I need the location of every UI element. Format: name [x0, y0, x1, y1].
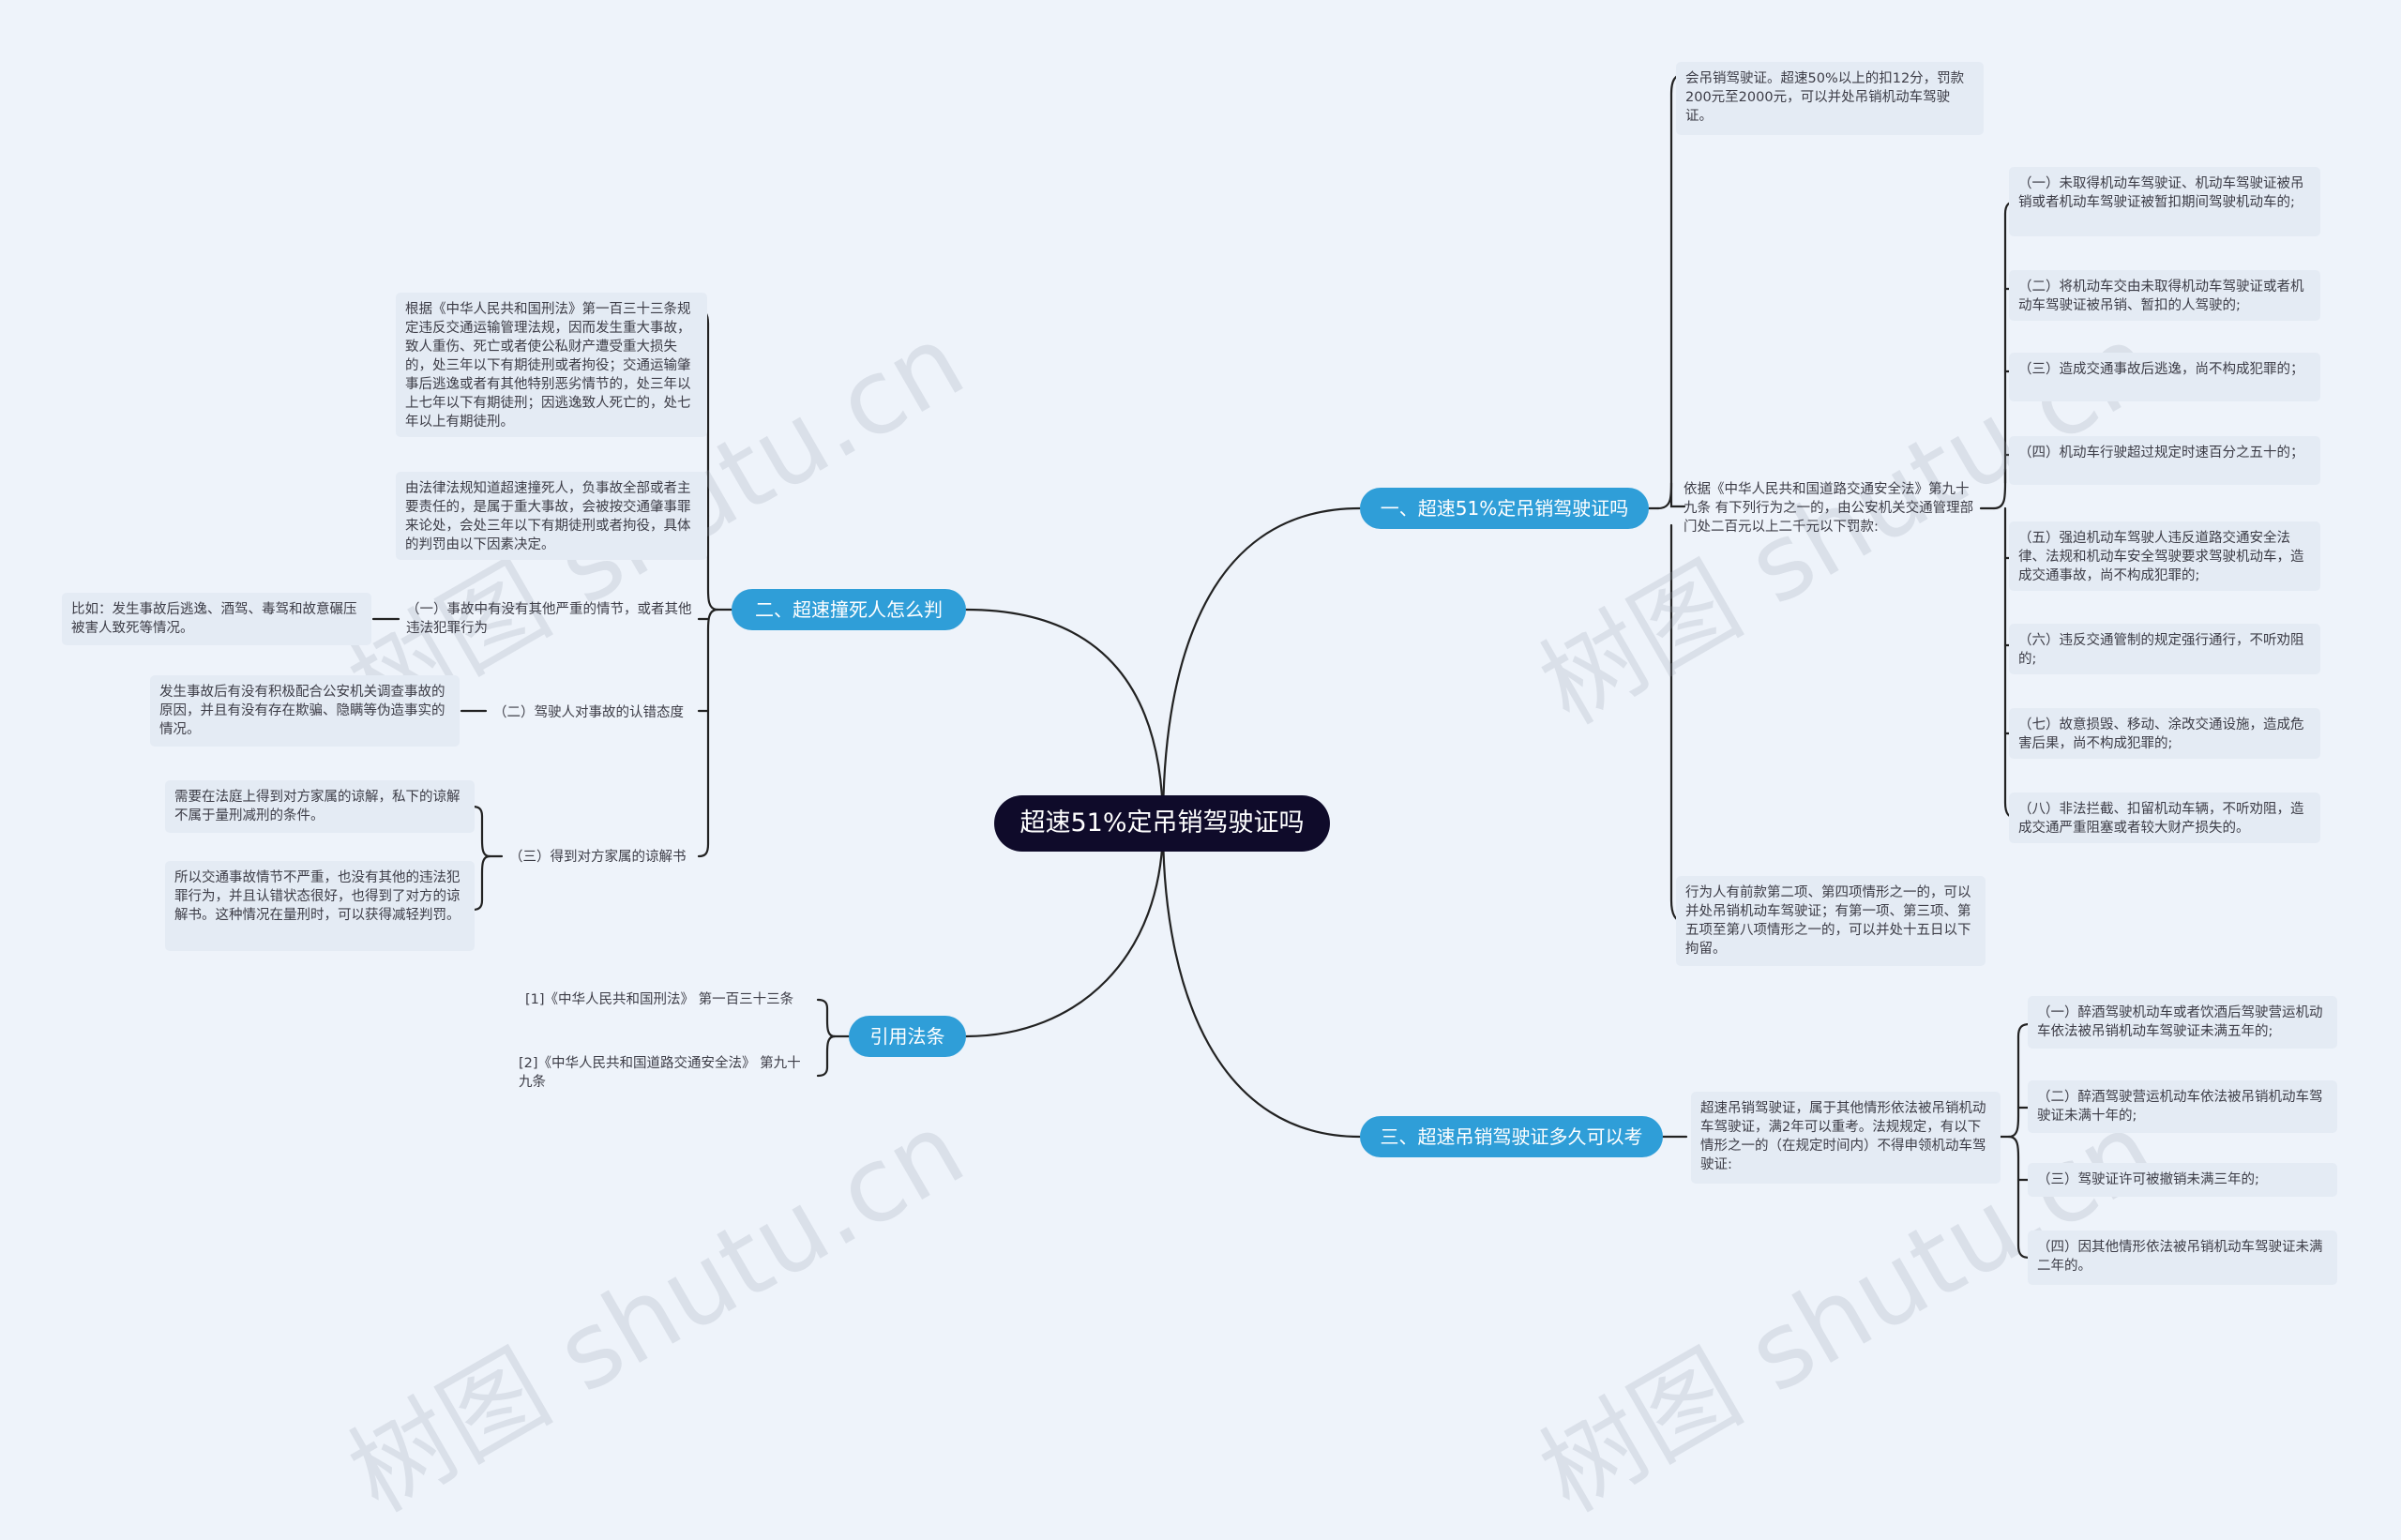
b1-item-3: （三）造成交通事故后逃逸，尚不构成犯罪的；: [2009, 353, 2320, 401]
b2-factor-2-detail: 发生事故后有没有积极配合公安机关调查事故的原因，并且有没有存在欺骗、隐瞒等伪造事…: [150, 675, 460, 747]
b1-penalty-note: 行为人有前款第二项、第四项情形之一的，可以并处吊销机动车驾驶证；有第一项、第三项…: [1676, 876, 1986, 966]
b1-intro-note: 会吊销驾驶证。超速50%以上的扣12分，罚款200元至2000元，可以并处吊销机…: [1676, 62, 1984, 135]
b1-item-4: （四）机动车行驶超过规定时速百分之五十的；: [2009, 436, 2320, 485]
b1-item-7: （七）故意损毁、移动、涂改交通设施，造成危害后果，尚不构成犯罪的;: [2009, 708, 2320, 759]
b4-intro: 超速吊销驾驶证，属于其他情形依法被吊销机动车驾驶证，满2年可以重考。法规规定，有…: [1691, 1092, 2001, 1184]
citation-2: [2]《中华人民共和国道路交通安全法》 第九十九条: [519, 1056, 801, 1090]
b2-factor-1-example: 比如：发生事故后逃逸、酒驾、毒驾和故意碾压被害人致死等情况。: [62, 593, 371, 645]
b1-item-6: （六）违反交通管制的规定强行通行，不听劝阻的;: [2009, 624, 2320, 674]
b1-item-8: （八）非法拦截、扣留机动车辆，不听劝阻，造成交通严重阻塞或者较大财产损失的。: [2009, 793, 2320, 843]
b1-law-basis: 依据《中华人民共和国道路交通安全法》第九十九条 有下列行为之一的，由公安机关交通…: [1684, 482, 1974, 535]
b4-item-3: （三）驾驶证许可被撤销未满三年的;: [2028, 1163, 2337, 1197]
citation-1: [1]《中华人民共和国刑法》 第一百三十三条: [525, 992, 794, 1007]
b2-factor-1: （一）事故中有没有其他严重的情节，或者其他违法犯罪行为: [406, 602, 692, 636]
b1-item-2: （二）将机动车交由未取得机动车驾驶证或者机动车驾驶证被吊销、暂扣的人驾驶的;: [2009, 270, 2320, 321]
b1-item-1: （一）未取得机动车驾驶证、机动车驾驶证被吊销或者机动车驾驶证被暂扣期间驾驶机动车…: [2009, 167, 2320, 236]
b4-item-4: （四）因其他情形依法被吊销机动车驾驶证未满二年的。: [2028, 1230, 2337, 1285]
branch-retest-timing[interactable]: 三、超速吊销驾驶证多久可以考: [1360, 1116, 1663, 1157]
branch-citations[interactable]: 引用法条: [849, 1016, 966, 1057]
b2-accident-liability: 由法律法规知道超速撞死人，负事故全部或者主要责任的，是属于重大事故，会被按交通肇…: [396, 472, 707, 560]
b2-factor-3-a: 需要在法庭上得到对方家属的谅解，私下的谅解不属于量刑减刑的条件。: [165, 780, 475, 833]
branch-fatal-speeding[interactable]: 二、超速撞死人怎么判: [732, 589, 966, 630]
b2-criminal-law: 根据《中华人民共和国刑法》第一百三十三条规定违反交通运输管理法规，因而发生重大事…: [396, 293, 707, 437]
b2-factor-3-b: 所以交通事故情节不严重，也没有其他的违法犯罪行为，并且认错状态很好，也得到了对方…: [165, 861, 475, 951]
root-topic[interactable]: 超速51%定吊销驾驶证吗: [994, 795, 1330, 852]
branch-revoke-license[interactable]: 一、超速51%定吊销驾驶证吗: [1360, 488, 1649, 529]
b2-factor-3: （三）得到对方家属的谅解书: [509, 850, 687, 865]
b1-item-5: （五）强迫机动车驾驶人违反道路交通安全法律、法规和机动车安全驾驶要求驾驶机动车，…: [2009, 521, 2320, 591]
b4-item-2: （二）醉酒驾驶营运机动车依法被吊销机动车驾驶证未满十年的;: [2028, 1080, 2337, 1133]
b2-factor-2: （二）驾驶人对事故的认错态度: [493, 705, 684, 720]
b4-item-1: （一）醉酒驾驶机动车或者饮酒后驾驶营运机动车依法被吊销机动车驾驶证未满五年的;: [2028, 996, 2337, 1049]
